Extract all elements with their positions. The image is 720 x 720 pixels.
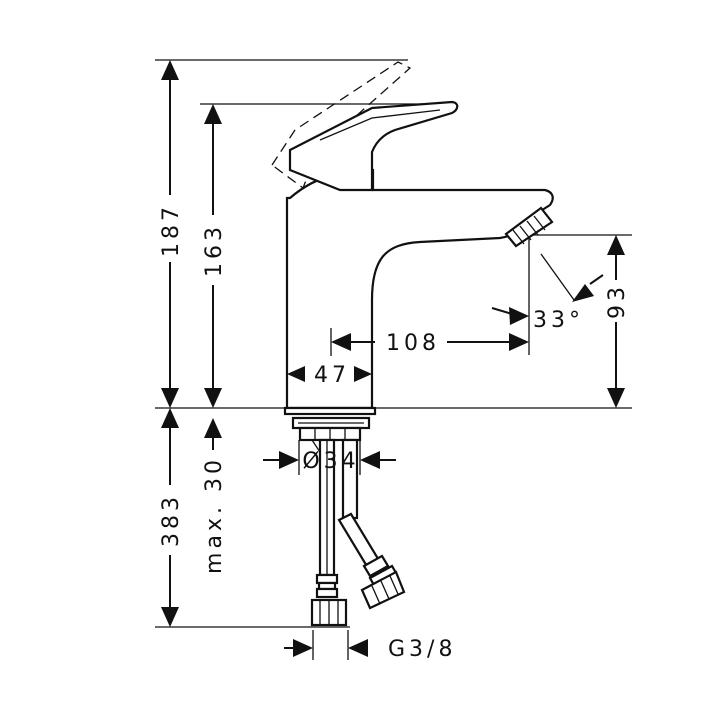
dim-label-108: 108 bbox=[386, 331, 440, 356]
hose-straight bbox=[310, 438, 348, 627]
dim-label-383: 383 bbox=[159, 493, 184, 547]
extension-lines bbox=[155, 59, 632, 660]
dim-label-163: 163 bbox=[202, 223, 227, 277]
dim-label-max-30: max. 30 bbox=[202, 456, 227, 574]
faucet-outline bbox=[271, 61, 554, 627]
dim-label-187: 187 bbox=[159, 203, 184, 257]
dimension-lines bbox=[161, 60, 625, 657]
dim-label-47: 47 bbox=[314, 363, 350, 388]
hose-angled bbox=[337, 512, 406, 610]
base-ring bbox=[283, 406, 377, 416]
dim-label-diameter-34: Ø34 bbox=[302, 449, 359, 474]
lever bbox=[288, 100, 459, 192]
dim-label-33-deg: 33° bbox=[533, 308, 584, 333]
dim-label-g3-8: G3/8 bbox=[388, 637, 456, 662]
dim-label-93: 93 bbox=[605, 283, 630, 319]
